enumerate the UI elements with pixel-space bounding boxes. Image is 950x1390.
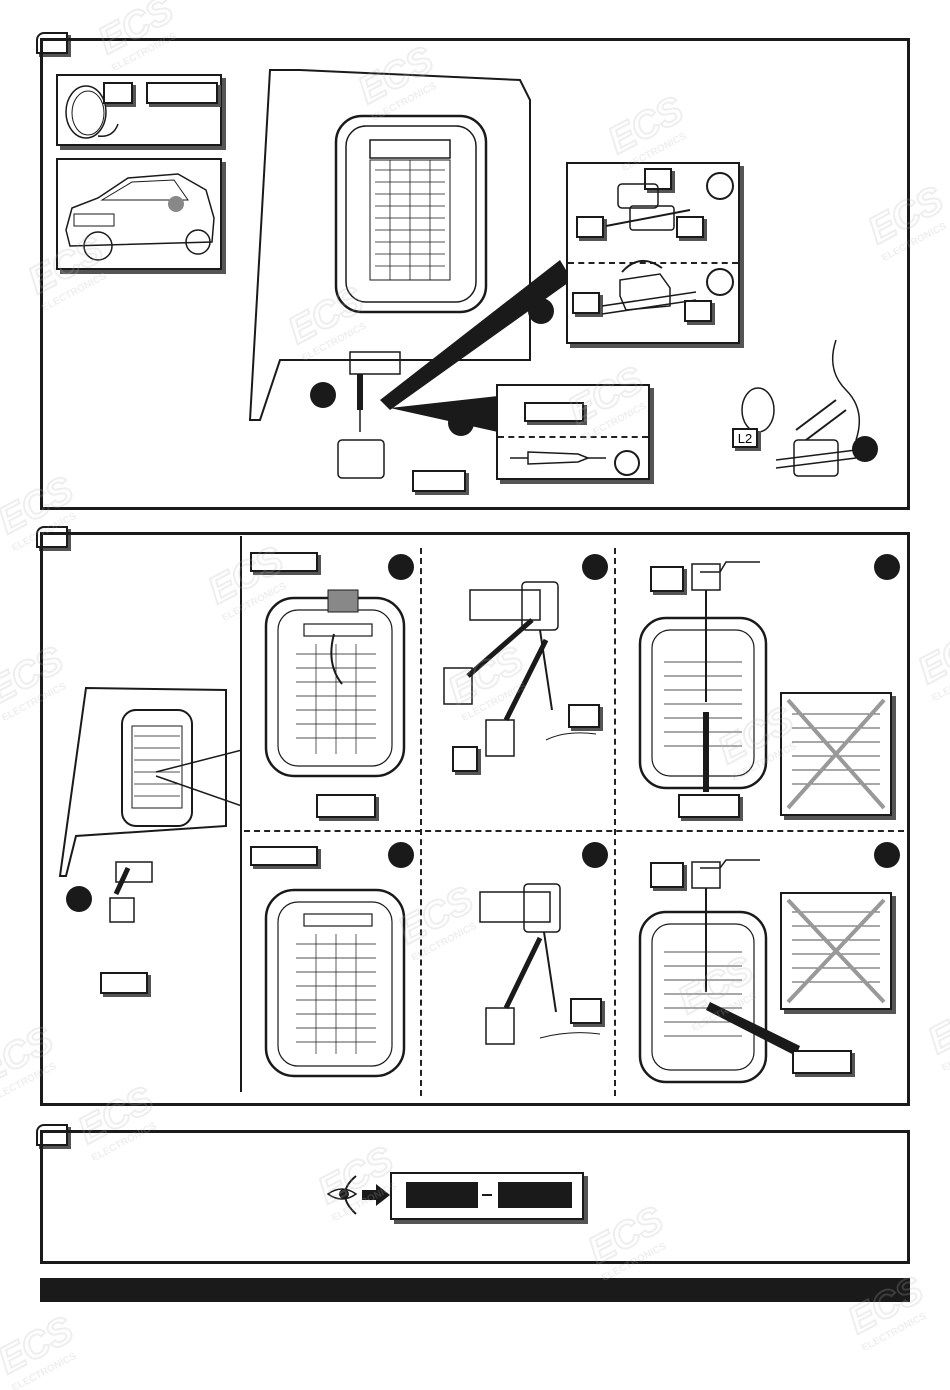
splice-label-right-b bbox=[684, 300, 712, 322]
panel-2-dash-row bbox=[244, 830, 904, 832]
incorrect-install-box-2 bbox=[780, 892, 892, 1010]
fusebox-overview-drawing bbox=[58, 686, 242, 923]
step-marker-2d bbox=[874, 554, 900, 580]
svg-text:ELECTRONICS: ELECTRONICS bbox=[860, 1311, 929, 1350]
splice-connector-drawing bbox=[601, 183, 697, 315]
check-result-value-2 bbox=[498, 1182, 572, 1208]
incorrect-install-box-1 bbox=[780, 692, 892, 816]
fuse-tap-slot-label-1 bbox=[650, 566, 684, 592]
fuse-position-label-1 bbox=[250, 552, 318, 572]
svg-text:ELECTRONICS: ELECTRONICS bbox=[940, 1031, 950, 1070]
step-marker-2e bbox=[388, 842, 414, 868]
step-tag-3 bbox=[36, 1124, 68, 1146]
footer-bar bbox=[40, 1278, 910, 1302]
svg-text:ELECTRONICS: ELECTRONICS bbox=[10, 1351, 79, 1390]
splice-label-right-a bbox=[676, 216, 704, 238]
arrow-right-icon bbox=[362, 1184, 390, 1206]
step-marker-1d bbox=[852, 436, 878, 462]
connector-part-label-2 bbox=[100, 972, 148, 994]
fusebox-drawing-main bbox=[248, 69, 531, 479]
fuse-tap-label-1 bbox=[568, 704, 600, 728]
panel-2-dash-col-2 bbox=[614, 548, 616, 1096]
check-result-value-1 bbox=[406, 1182, 478, 1208]
fuse-rating-label-3 bbox=[792, 1050, 852, 1074]
test-lamp-label bbox=[524, 402, 584, 422]
step-marker-2b bbox=[388, 554, 414, 580]
fuse-rating-label-1 bbox=[316, 794, 376, 818]
fuse-tap-insert-drawing-1 bbox=[443, 581, 597, 757]
svg-text:ECS: ECS bbox=[922, 990, 950, 1063]
ground-symbol-icon bbox=[614, 450, 640, 476]
step-marker-2a bbox=[66, 886, 92, 912]
vehicle-thumbnail bbox=[56, 158, 222, 270]
panel-2-dash-col-1 bbox=[420, 548, 422, 1096]
test-lamp-divider bbox=[498, 436, 648, 438]
step-panel-3 bbox=[40, 1130, 910, 1264]
coil-qty-label bbox=[103, 82, 133, 104]
step-tag-1 bbox=[36, 32, 68, 54]
step-marker-1c bbox=[448, 410, 474, 436]
fusebox-empty-slot-drawing bbox=[264, 888, 406, 1078]
step-marker-1b bbox=[528, 298, 554, 324]
step-panel-2 bbox=[40, 532, 910, 1106]
fuse-rating-label-2 bbox=[678, 794, 740, 818]
fuse-tap-insert-drawing-2 bbox=[479, 883, 601, 1045]
svg-text:ECS: ECS bbox=[912, 620, 950, 693]
eye-icon bbox=[326, 1175, 358, 1215]
step-marker-2f bbox=[582, 842, 608, 868]
svg-text:ELECTRONICS: ELECTRONICS bbox=[930, 661, 950, 700]
step-marker-2c bbox=[582, 554, 608, 580]
option-b-marker bbox=[706, 268, 734, 296]
cross-out-icon bbox=[786, 698, 886, 810]
test-lamp-icon bbox=[510, 451, 606, 465]
callout-beam-2 bbox=[390, 396, 498, 432]
fuse-tap-slot-label-2 bbox=[650, 862, 684, 888]
step-panel-1 bbox=[40, 38, 910, 510]
splice-label-left-b bbox=[572, 292, 600, 314]
connector-part-label bbox=[412, 470, 466, 492]
svg-text:ECS: ECS bbox=[0, 1310, 80, 1383]
step-tag-2 bbox=[36, 526, 68, 548]
fusebox-tap-installed-drawing-1 bbox=[638, 561, 768, 792]
wire-l2-label: L2 bbox=[732, 428, 758, 448]
option-a-marker bbox=[706, 172, 734, 200]
check-result-separator bbox=[482, 1194, 492, 1196]
callout-beam-1 bbox=[380, 260, 572, 410]
fusebox-remove-fuse-drawing bbox=[264, 589, 406, 778]
fusebox-tap-installed-drawing-2 bbox=[638, 859, 800, 1084]
cross-out-icon bbox=[786, 898, 886, 1004]
fuse-tap-label-2 bbox=[570, 998, 602, 1024]
scissors-icon bbox=[741, 339, 861, 477]
coil-part-label bbox=[146, 82, 218, 104]
splice-label-left-a bbox=[576, 216, 604, 238]
step-marker-2g bbox=[874, 842, 900, 868]
fuse-small-label-1 bbox=[452, 746, 478, 772]
fuse-position-label-2 bbox=[250, 846, 318, 866]
panel-2-vertical-divider bbox=[240, 536, 242, 1092]
step-marker-1a bbox=[310, 382, 336, 408]
